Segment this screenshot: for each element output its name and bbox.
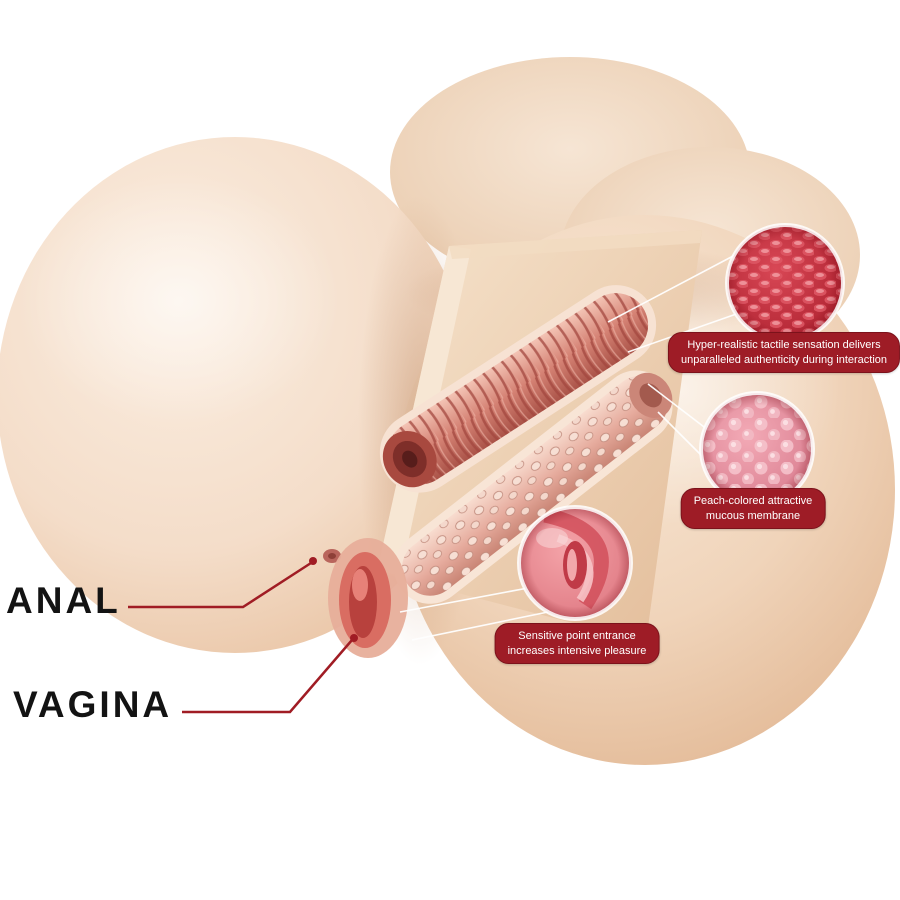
callout-line: mucous membrane [705,509,801,522]
label-anal: ANAL [6,580,121,621]
callout-line: increases intensive pleasure [507,644,647,657]
callout-line: unparalleled authenticity during interac… [680,353,888,366]
anal-pointer-line [128,561,312,609]
bumpy-tunnel-texture [394,370,673,604]
vagina-pointer-dot [350,634,358,642]
label-pointer-lines [128,561,353,714]
ribbed-texture-inset [725,223,845,343]
label-vagina: VAGINA [13,684,173,725]
callout-line: Peach-colored attractive [693,495,813,507]
cutaway-top-edge [449,230,702,259]
left-cheek-highlight [20,175,340,425]
vagina-pointer-line [182,639,353,714]
callout-line: Hyper-realistic tactile sensation delive… [687,339,881,351]
callout-sensitive-entrance: Sensitive point entrance increases inten… [494,623,660,665]
membrane-bumps-inset [699,391,815,507]
callout-mucous-membrane: Peach-colored attractive mucous membrane [680,488,826,530]
anal-pointer-dot [309,557,317,565]
vulva-detail [323,538,408,658]
entrance-folds-inset [517,505,633,621]
callout-tactile-sensation: Hyper-realistic tactile sensation delive… [667,332,900,374]
callout-line: Sensitive point entrance [518,630,636,642]
ribbed-tunnel-texture [379,285,657,493]
